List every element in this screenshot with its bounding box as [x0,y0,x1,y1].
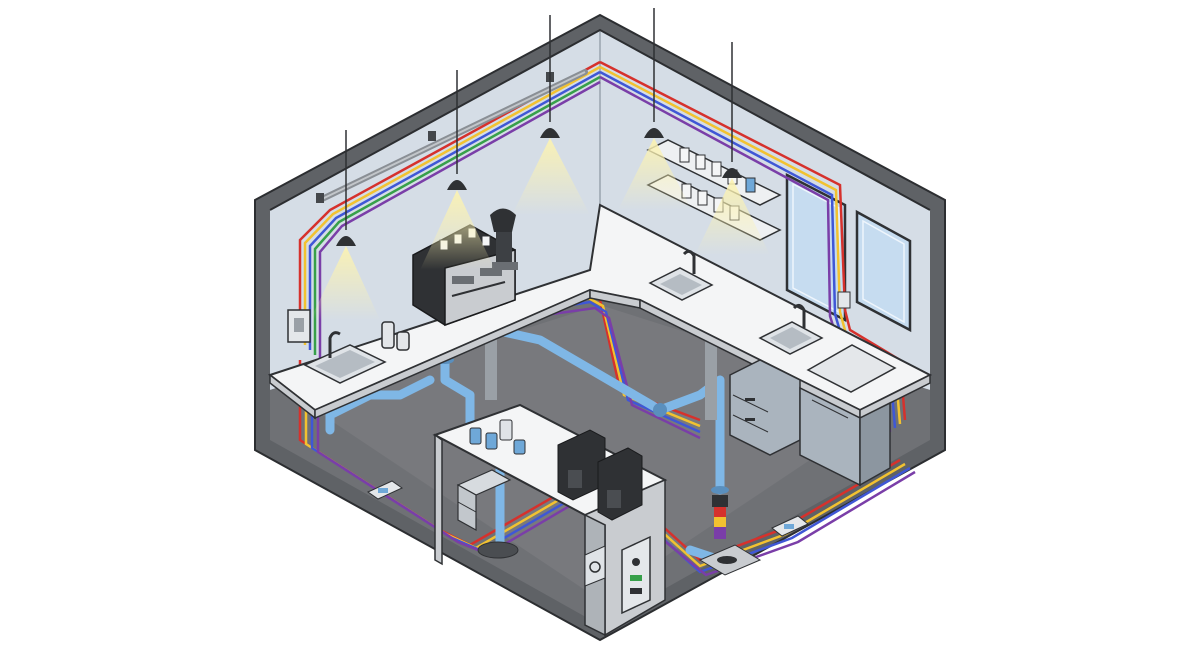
pendant-lamp-icon [310,130,380,320]
storage-crates [456,469,512,532]
filter-icon [712,495,728,539]
window-icon [855,209,912,333]
faucet-icon [682,249,696,274]
utility-box [584,545,606,587]
faucet-icon [792,303,806,328]
sink-icon [648,249,714,301]
junction-box-icon [771,515,809,537]
junction-box-icon [366,480,404,500]
switch-icon [837,291,851,309]
sink-icon [303,331,387,384]
pitcher-set [469,419,526,455]
control-panel-icon [621,535,651,615]
pendant-lamp-icon [695,42,770,255]
drain-icon [698,544,762,576]
faucet-icon [328,331,341,358]
pendant-lamp-icon [420,70,495,270]
pendant-lights [310,8,770,320]
brewer-icon [597,447,643,521]
pendant-lamp-icon [512,15,590,215]
canister-set [381,321,410,351]
fridge-icon [799,386,891,487]
switch-icon [287,309,311,343]
prep-board [806,344,897,393]
sink-icon [758,303,824,355]
cabinet-icon [729,359,801,456]
main-counter [267,203,933,420]
water-pipes [325,325,725,565]
pendant-lamp-icon [618,8,692,210]
grinder-icon [490,208,518,270]
drain-icon [477,541,519,559]
